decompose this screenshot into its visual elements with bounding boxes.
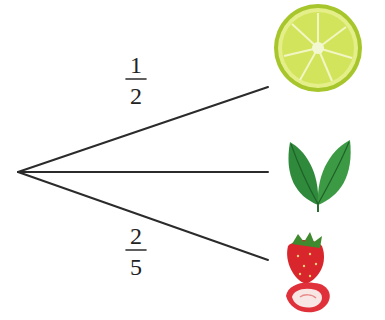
mint-picture [288,140,350,212]
fraction-bar [126,78,146,80]
branch-line [18,172,268,260]
probability-value: 1 [121,53,151,77]
probability-value: 5 [121,255,151,279]
lime-picture [274,4,362,92]
fraction-bar [126,249,146,251]
probability-value: 2 [121,84,151,108]
strawberry-picture [286,232,330,312]
branch-line [18,171,268,173]
branch-line [18,87,268,172]
probability-value: 2 [121,224,151,248]
